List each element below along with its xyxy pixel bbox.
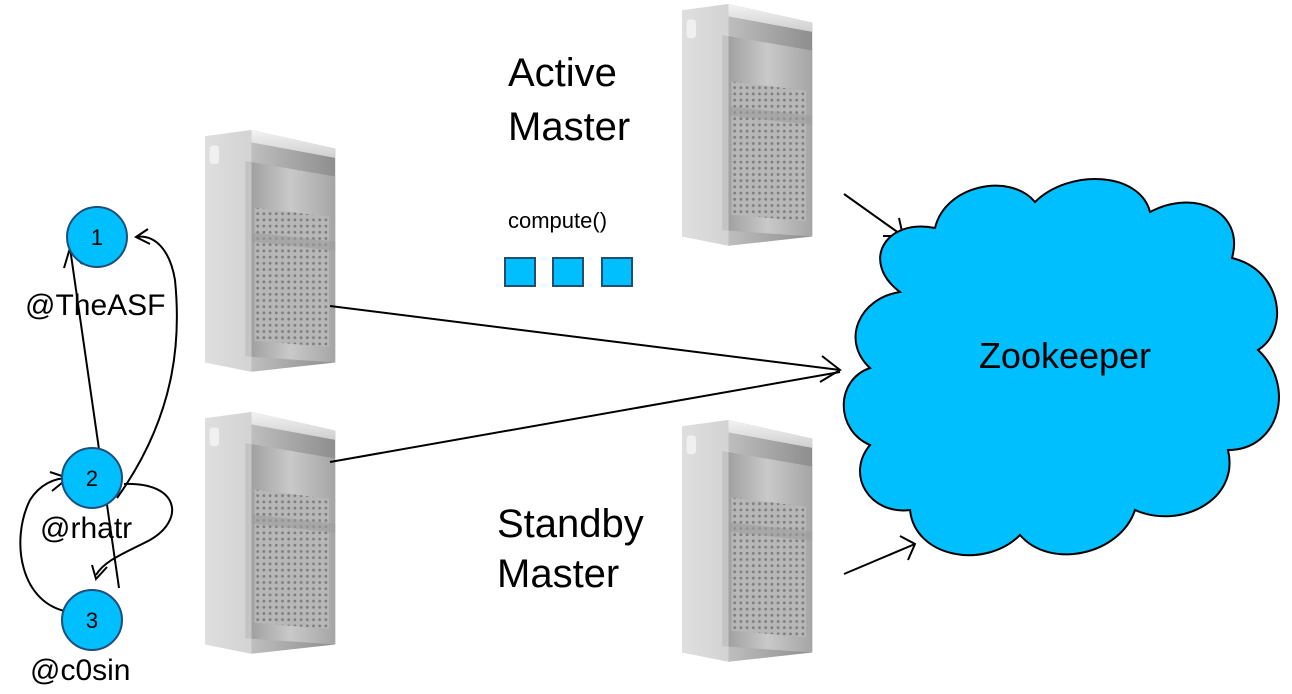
active-to-zookeeper-line [843, 193, 904, 237]
zookeeper-cloud-shape [842, 178, 1280, 557]
arrowhead-edge-2-to-1 [134, 228, 151, 245]
worker-top-to-zookeeper-line [329, 305, 841, 371]
edge-3-to-2 [19, 477, 71, 613]
task-square [504, 257, 536, 287]
zookeeper-label: Zookeeper [979, 335, 1151, 376]
edge-2-to-1 [116, 235, 178, 499]
compute-label: compute() [508, 208, 607, 233]
active-master-label-line2: Master [508, 105, 630, 149]
edge-2-to-3 [95, 482, 174, 576]
standby-master-label-line2: Master [497, 552, 619, 596]
active-master-server [682, 4, 813, 246]
arrowhead-edge-2-to-3 [91, 564, 108, 581]
graph-node-3: 3 [61, 589, 123, 651]
cloud-icon [842, 178, 1280, 557]
graph-node-2: 2 [61, 447, 123, 509]
arrowhead-worker-top [819, 355, 842, 383]
task-square [601, 257, 633, 287]
standby-to-zookeeper-line [843, 543, 916, 575]
standby-master-label-line1: Standby [497, 502, 644, 546]
arrowhead-standby [899, 535, 917, 561]
worker-server-top [205, 130, 336, 372]
node-label-1: @TheASF [25, 289, 166, 322]
node-label-2: @rhatr [40, 512, 132, 545]
worker-bottom-to-zookeeper-line [329, 371, 841, 463]
task-square [552, 257, 584, 287]
node-id-1: 1 [91, 225, 103, 250]
worker-server-bottom [205, 412, 336, 654]
node-label-3: @c0sin [30, 654, 131, 687]
graph-node-1: 1 [66, 206, 128, 268]
active-master-label-line1: Active [508, 51, 617, 95]
compute-tasks [504, 257, 633, 287]
edge-3-to-1 [69, 247, 120, 589]
node-id-2: 2 [86, 466, 98, 491]
standby-master-server [682, 420, 813, 662]
node-id-3: 3 [86, 608, 98, 633]
graph-edges [19, 228, 178, 613]
